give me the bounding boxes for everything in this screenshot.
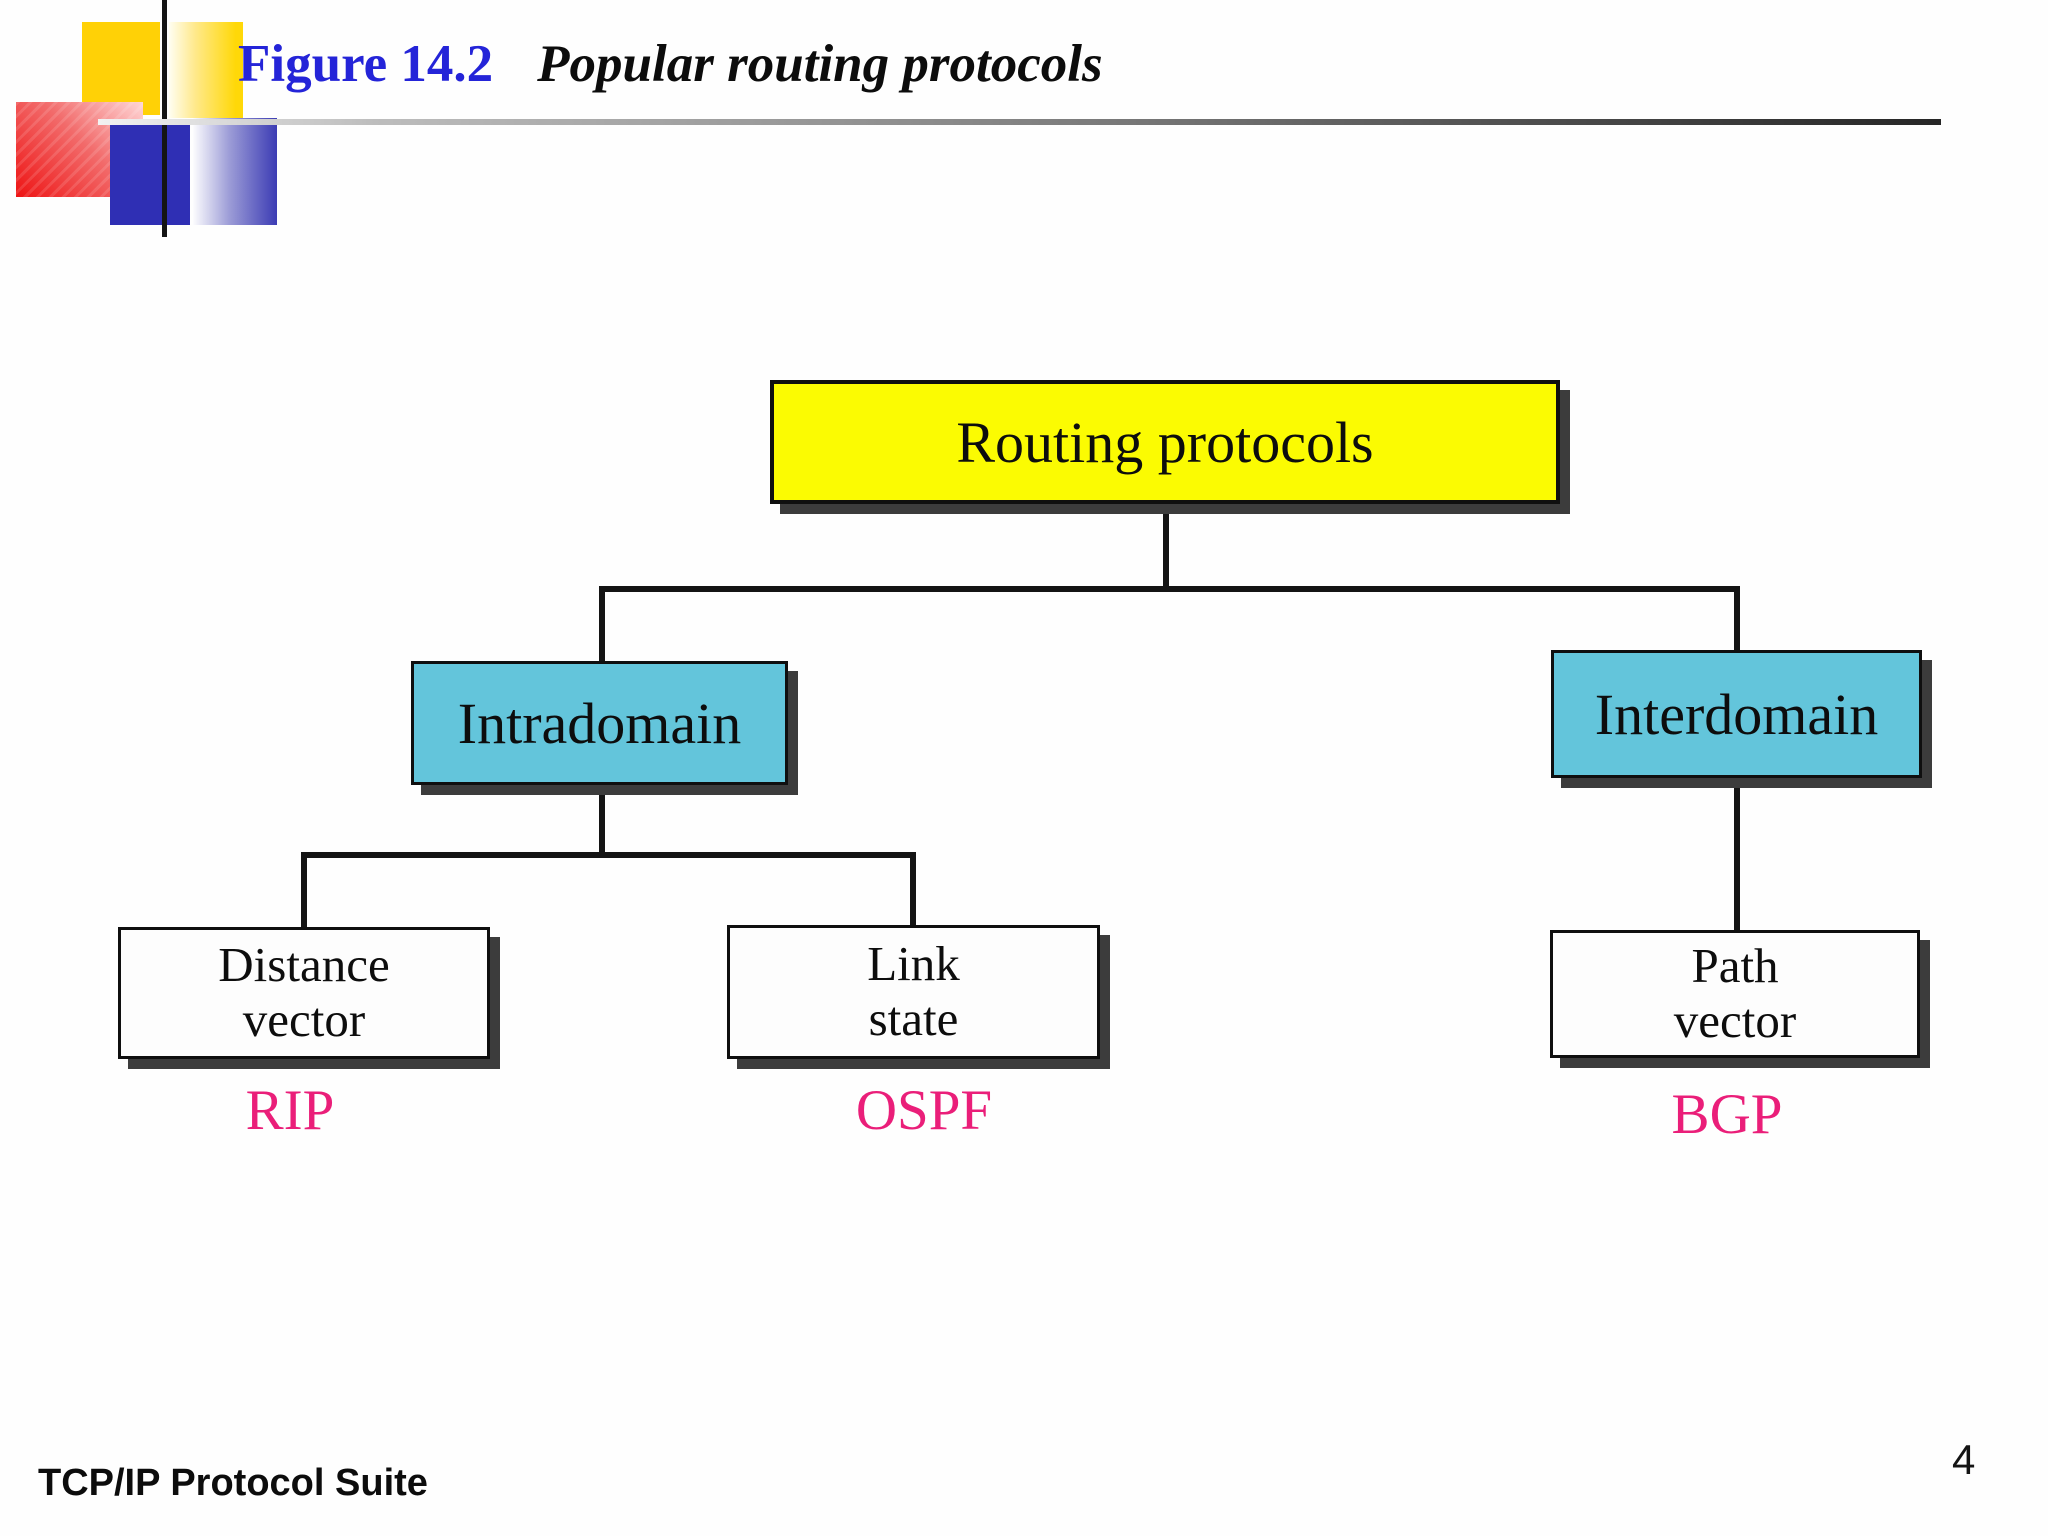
logo-yellow-gradient-square [169,22,243,118]
label-rip: RIP [245,1079,335,1142]
connector-path-vector-drop [1734,775,1740,932]
node-link-state-line2: state [868,991,959,1046]
connector-level2-bar [301,852,916,858]
label-bgp: BGP [1671,1083,1783,1146]
connector-distance-vector-drop [301,852,307,930]
node-link-state-line1: Link [867,936,960,992]
node-interdomain: Interdomain [1551,650,1922,778]
node-routing-protocols: Routing protocols [770,380,1560,504]
node-interdomain-label: Interdomain [1594,681,1879,747]
page-number: 4 [1952,1436,1976,1483]
figure-label: Figure 14.2 [238,35,494,93]
logo-yellow-square [82,22,160,115]
node-distance-vector: Distance vector [118,927,490,1059]
connector-level1-bar [599,586,1740,592]
node-distance-vector-line2: vector [242,992,366,1047]
header-rule [98,119,1941,125]
connector-link-state-drop [910,852,916,928]
connector-root-stem [1163,502,1169,588]
logo-blue-gradient-square [192,118,277,225]
node-intradomain-label: Intradomain [457,690,742,756]
slide-title: Figure 14.2 Popular routing protocols [238,34,1103,94]
connector-interdomain-drop [1734,586,1740,654]
figure-title: Popular routing protocols [537,35,1103,93]
connector-intradomain-drop [599,586,605,664]
node-path-vector: Path vector [1550,930,1920,1058]
node-intradomain: Intradomain [411,661,788,785]
footer-book-title: TCP/IP Protocol Suite [38,1462,428,1504]
node-path-vector-line2: vector [1673,993,1797,1048]
node-distance-vector-line1: Distance [218,937,390,993]
connector-intradomain-stem [599,782,605,854]
logo-blue-square [110,125,190,225]
logo-vertical-bar [162,0,167,237]
node-path-vector-line1: Path [1691,938,1779,994]
label-ospf: OSPF [855,1079,993,1142]
node-link-state: Link state [727,925,1100,1059]
node-routing-protocols-label: Routing protocols [956,409,1374,475]
